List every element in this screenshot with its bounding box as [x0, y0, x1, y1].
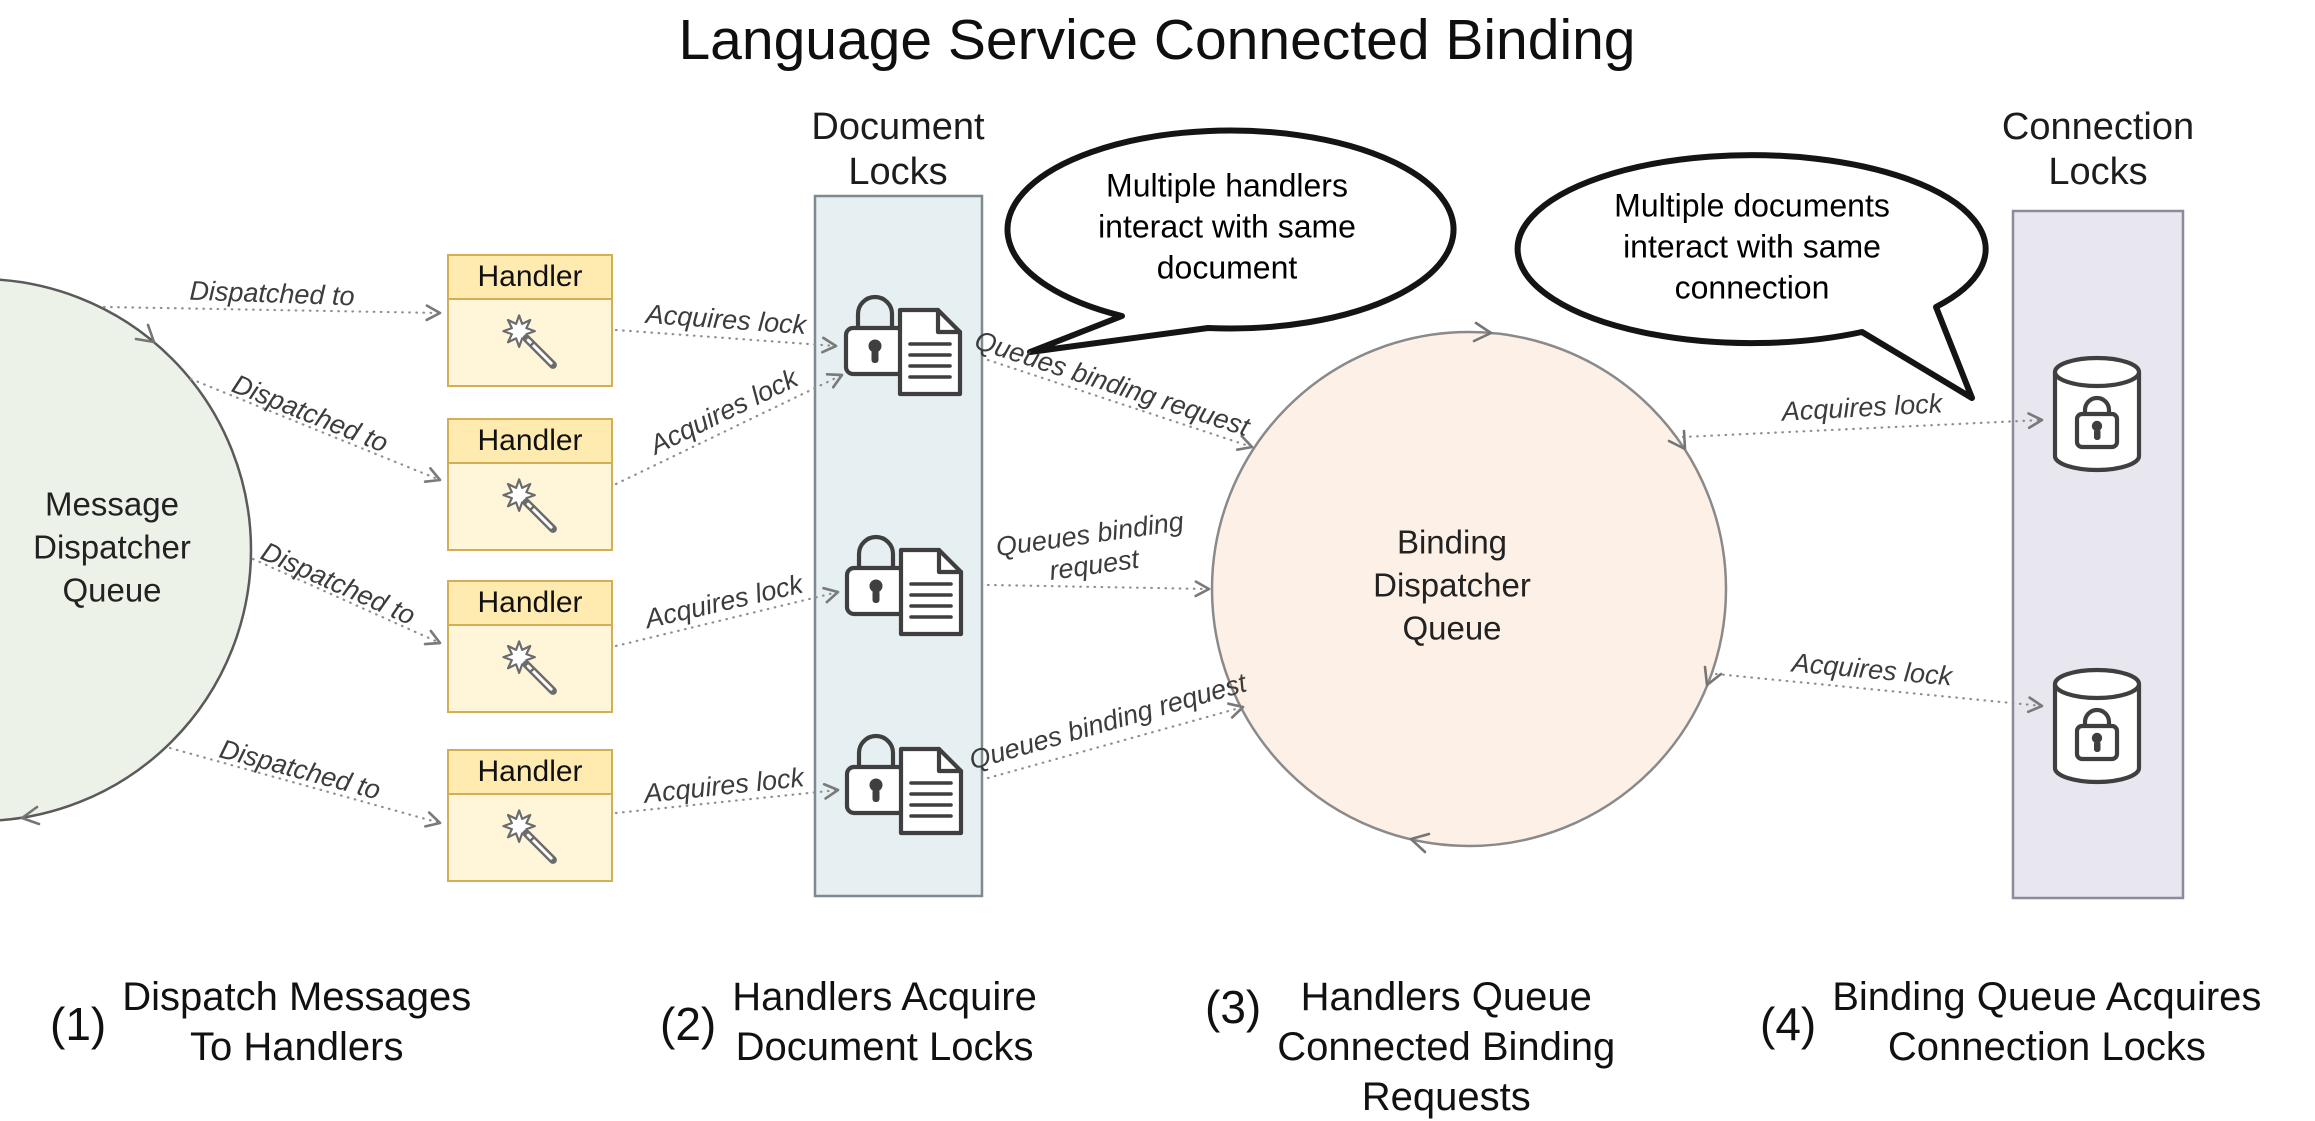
- lock-document-icon: [844, 733, 964, 836]
- caption-number: (1): [50, 998, 107, 1050]
- handler-box-2: Handler: [447, 418, 613, 551]
- speech-bubble-shape: [1004, 127, 1457, 355]
- queue-rotation-chevrons: [20, 321, 1723, 854]
- rotation-chevron: [20, 805, 41, 826]
- caption-number: (3): [1205, 981, 1262, 1033]
- caption-text: Handlers Queue Connected Binding Request…: [1277, 975, 1616, 1119]
- caption-number: (4): [1760, 998, 1817, 1050]
- handler-box-1: Handler: [447, 254, 613, 387]
- magic-wand-icon: [502, 809, 557, 864]
- arrow-queues-binding-2: [986, 580, 1211, 598]
- arrow-dispatched-1: [102, 304, 442, 322]
- connector-arrows: [102, 304, 2044, 828]
- lock-document-icon: [843, 294, 963, 397]
- rotation-chevron: [1409, 832, 1431, 854]
- arrow-acquires-lock-3: [614, 586, 840, 648]
- caption-2: (2) Handlers Acquire Document Locks: [660, 972, 1037, 1072]
- arrow-acquires-lock-4: [614, 782, 840, 815]
- handler-label: Handler: [449, 751, 611, 795]
- handler-box-4: Handler: [447, 749, 613, 882]
- arrow-dispatched-4: [168, 746, 442, 828]
- message-dispatcher-queue-circle: [0, 278, 253, 822]
- handler-label: Handler: [449, 420, 611, 464]
- caption-3: (3) Handlers Queue Connected Binding Req…: [1205, 972, 1615, 1121]
- rotation-chevron: [134, 323, 156, 344]
- magic-wand-icon: [502, 478, 557, 533]
- arrow-acquires-connection-2: [1714, 672, 2044, 714]
- speech-bubble-shape: [1514, 152, 1989, 401]
- caption-number: (2): [660, 998, 717, 1050]
- rotation-chevron: [1667, 429, 1687, 451]
- database-lock-icon: [2052, 667, 2142, 785]
- handler-box-3: Handler: [447, 580, 613, 713]
- handler-label: Handler: [449, 582, 611, 626]
- caption-1: (1) Dispatch Messages To Handlers: [50, 972, 471, 1072]
- arrow-queues-binding-1: [986, 358, 1254, 451]
- handler-label: Handler: [449, 256, 611, 300]
- arrow-acquires-lock-1: [614, 328, 838, 354]
- connection-locks-panel: [2011, 209, 2185, 900]
- arrow-acquires-lock-2: [614, 372, 844, 486]
- rotation-chevron: [1472, 321, 1493, 343]
- database-lock-icon: [2052, 355, 2142, 473]
- arrow-acquires-connection-1: [1681, 412, 2044, 439]
- rotation-chevron: [1703, 665, 1723, 687]
- arrow-dispatched-3: [251, 557, 442, 646]
- caption-4: (4) Binding Queue Acquires Connection Lo…: [1760, 972, 2261, 1072]
- lock-document-icon: [844, 534, 964, 637]
- magic-wand-icon: [502, 314, 557, 369]
- caption-text: Dispatch Messages To Handlers: [122, 975, 472, 1069]
- arrow-queues-binding-3: [986, 702, 1245, 780]
- binding-dispatcher-queue-circle: [1210, 330, 1728, 848]
- caption-text: Binding Queue Acquires Connection Locks: [1832, 975, 2262, 1069]
- caption-text: Handlers Acquire Document Locks: [732, 975, 1037, 1069]
- magic-wand-icon: [502, 640, 557, 695]
- arrow-dispatched-2: [189, 377, 442, 483]
